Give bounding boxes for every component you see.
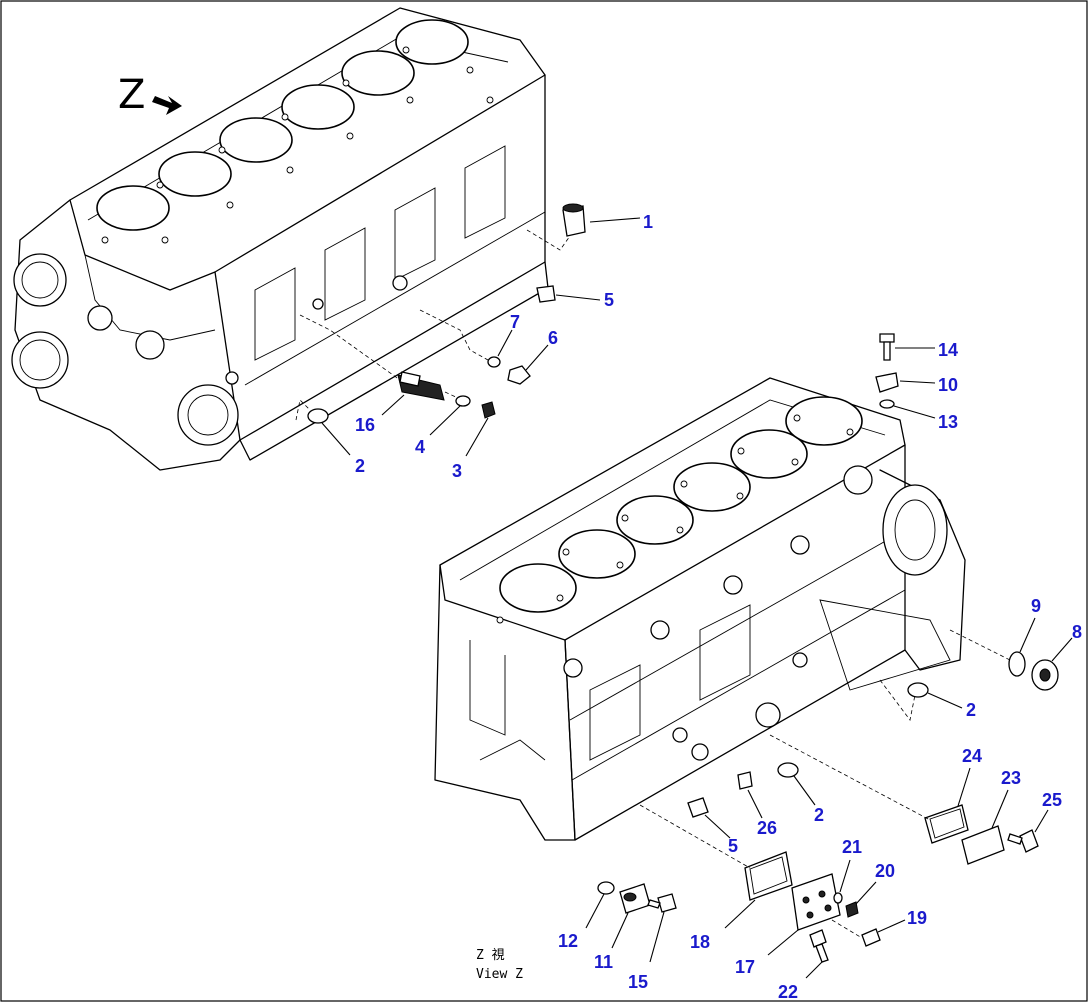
callout-15: 15 — [628, 972, 648, 992]
part-8 — [1031, 637, 1073, 691]
callout-13: 13 — [938, 412, 958, 432]
part-2-right — [879, 679, 963, 721]
part-4 — [429, 391, 471, 436]
part-22 — [805, 929, 829, 979]
part-6 — [507, 344, 549, 385]
callout-26: 26 — [757, 818, 777, 838]
caption-view-z: View Z — [476, 967, 523, 982]
part-10 — [875, 372, 936, 393]
callout-7: 7 — [510, 312, 520, 332]
part-24 — [769, 734, 971, 844]
callout-22: 22 — [778, 982, 798, 1002]
part-18 — [639, 804, 793, 929]
view-direction-arrow-icon — [152, 96, 182, 115]
callout-3: 3 — [452, 461, 462, 481]
part-9 — [949, 617, 1036, 677]
part-15 — [647, 893, 677, 963]
cylinder-block-lower — [434, 377, 966, 841]
callout-20: 20 — [875, 861, 895, 881]
part-12 — [585, 881, 615, 929]
callout-9: 9 — [1031, 596, 1041, 616]
part-2-lower — [777, 762, 816, 806]
part-7 — [419, 309, 513, 368]
callout-19: 19 — [907, 908, 927, 928]
callout-6: 6 — [548, 328, 558, 348]
callout-2: 2 — [355, 456, 365, 476]
cylinder-block-upper — [11, 7, 549, 471]
caption-view-z-jp: Z 視 — [476, 948, 505, 963]
callout-5-lower: 5 — [728, 836, 738, 856]
part-5-lower — [687, 797, 731, 839]
part-20 — [845, 881, 877, 918]
part-21 — [833, 859, 851, 904]
part-11 — [611, 883, 651, 949]
callout-14: 14 — [938, 340, 958, 360]
part-19 — [831, 919, 906, 947]
part-1 — [526, 203, 641, 251]
part-3 — [465, 401, 496, 457]
callout-23: 23 — [1001, 768, 1021, 788]
callout-2-right: 2 — [966, 700, 976, 720]
callout-18: 18 — [690, 932, 710, 952]
callout-12: 12 — [558, 931, 578, 951]
callout-21: 21 — [842, 837, 862, 857]
part-17 — [767, 873, 841, 956]
part-16 — [299, 314, 445, 416]
callout-10: 10 — [938, 375, 958, 395]
part-25 — [1007, 809, 1049, 853]
part-26 — [737, 771, 763, 819]
callout-2-lower: 2 — [814, 805, 824, 825]
callout-1: 1 — [643, 212, 653, 232]
callout-5: 5 — [604, 290, 614, 310]
callout-16: 16 — [355, 415, 375, 435]
part-23 — [961, 789, 1009, 865]
callout-25: 25 — [1042, 790, 1062, 810]
callout-4: 4 — [415, 437, 425, 457]
view-z-marker: Z — [118, 72, 145, 118]
part-2-upper — [295, 399, 351, 456]
callout-8: 8 — [1072, 622, 1082, 642]
callout-24: 24 — [962, 746, 982, 766]
callout-11: 11 — [594, 952, 613, 972]
part-5-upper — [536, 285, 601, 303]
callout-17: 17 — [735, 957, 755, 977]
part-13 — [879, 399, 936, 419]
part-14 — [879, 333, 935, 361]
